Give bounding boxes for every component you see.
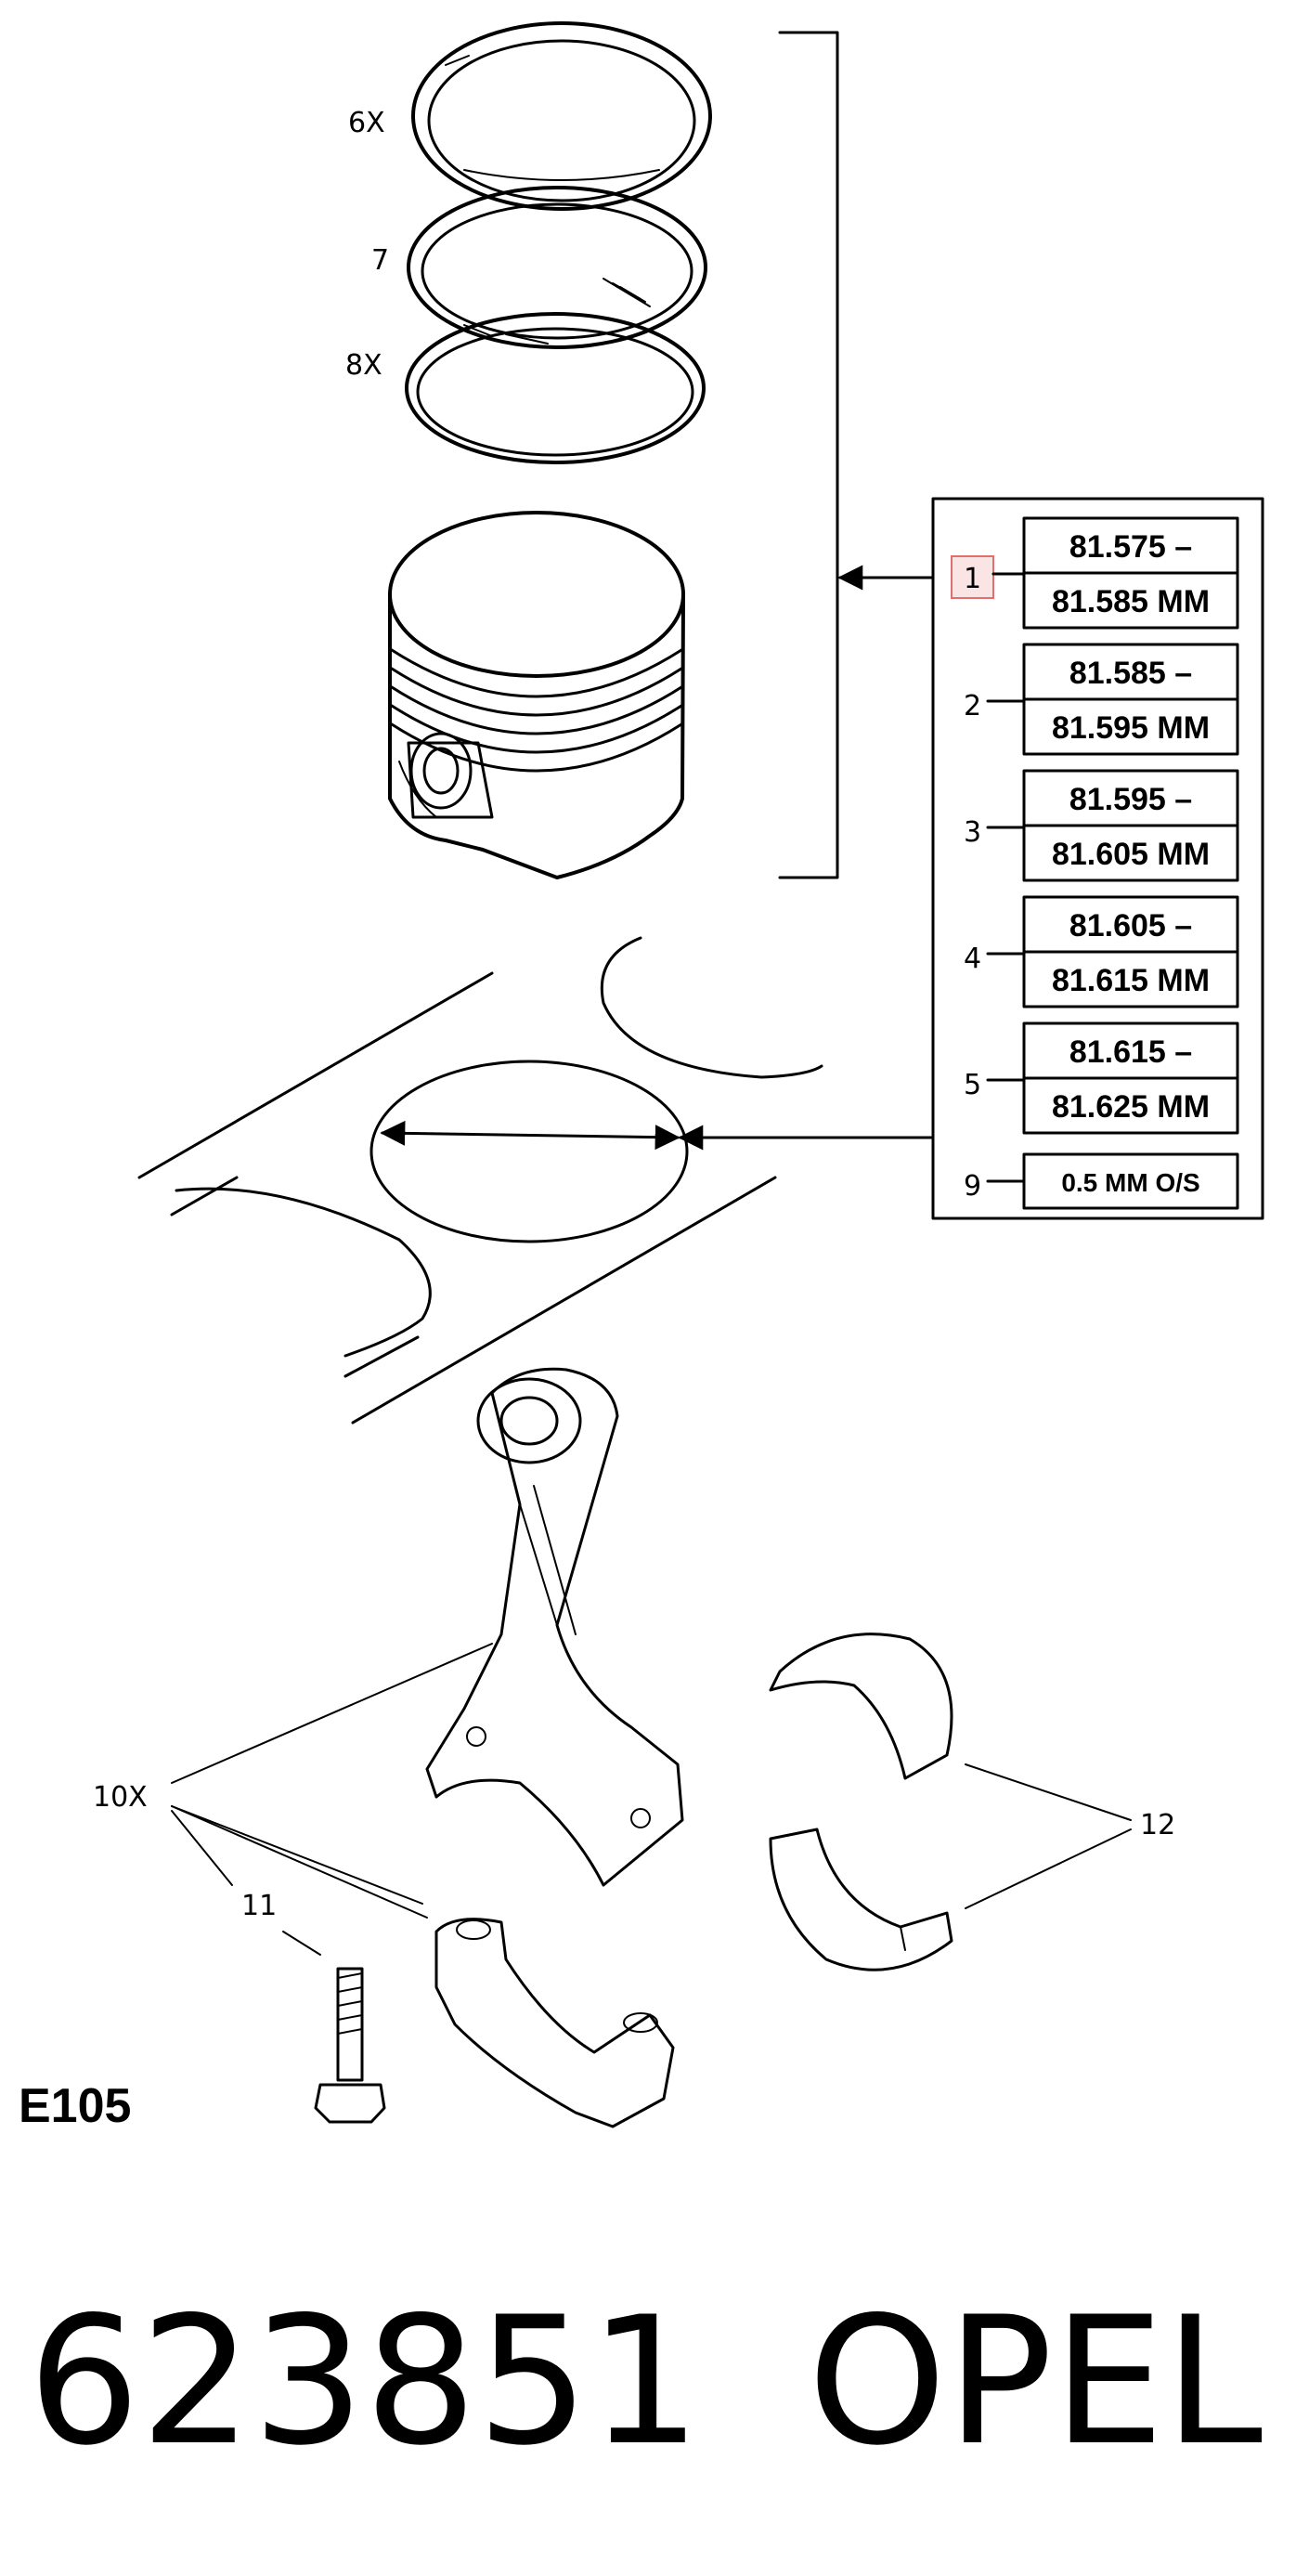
size-row-1[interactable]: 1 81.575 – 81.585 MM xyxy=(951,516,1239,630)
leader-lines xyxy=(171,1643,1132,1956)
ring-callout-8x: 8X xyxy=(345,349,382,382)
connecting-rod-cap[interactable] xyxy=(434,1918,675,2128)
assembly-bracket xyxy=(778,31,839,879)
bearing-shell-upper[interactable] xyxy=(769,1633,953,1780)
size-table-frame xyxy=(931,497,1264,1220)
connecting-rod-bolt[interactable] xyxy=(314,1967,386,2124)
size-row-3[interactable]: 3 81.595 – 81.605 MM xyxy=(964,769,1239,882)
size-row-2-to: 81.595 MM xyxy=(1052,710,1210,746)
size-row-5-from: 81.615 – xyxy=(1069,1034,1192,1070)
ring-callout-6x: 6X xyxy=(348,107,385,139)
size-row-3-number: 3 xyxy=(964,816,981,849)
size-row-3-to: 81.605 MM xyxy=(1052,837,1210,872)
connecting-rod[interactable] xyxy=(425,1367,684,1887)
size-row-2-number: 2 xyxy=(964,690,981,722)
size-row-2-from: 81.585 – xyxy=(1069,656,1192,691)
piston-ring-middle[interactable] xyxy=(407,186,707,349)
size-row-2[interactable]: 2 81.585 – 81.595 MM xyxy=(964,643,1239,756)
size-row-5-number: 5 xyxy=(964,1069,981,1101)
callout-10x: 10X xyxy=(93,1781,148,1814)
size-row-4[interactable]: 4 81.605 – 81.615 MM xyxy=(964,895,1239,1008)
diagram-code: E105 xyxy=(19,2079,131,2133)
size-row-5-to: 81.625 MM xyxy=(1052,1089,1210,1125)
ring-callout-7: 7 xyxy=(371,244,389,277)
size-row-4-from: 81.605 – xyxy=(1069,908,1192,943)
callout-12: 12 xyxy=(1140,1809,1175,1841)
callout-11: 11 xyxy=(241,1890,277,1922)
size-row-1-from: 81.575 – xyxy=(1069,529,1192,565)
size-row-1-to: 81.585 MM xyxy=(1052,584,1210,619)
size-row-oversize-label: 0.5 MM O/S xyxy=(1061,1168,1199,1197)
piston-ring-top[interactable] xyxy=(411,21,712,211)
piston[interactable] xyxy=(388,511,685,879)
cylinder-block xyxy=(137,936,823,1425)
piston-ring-bottom[interactable] xyxy=(405,312,706,464)
size-row-1-number: 1 xyxy=(964,563,981,595)
brand-name: OPEL xyxy=(808,2279,1263,2484)
size-row-4-to: 81.615 MM xyxy=(1052,963,1210,998)
bore-dimension-line xyxy=(380,1120,680,1151)
part-number: 623851 xyxy=(28,2279,701,2484)
size-row-oversize-number: 9 xyxy=(964,1170,981,1203)
size-row-5[interactable]: 5 81.615 – 81.625 MM xyxy=(964,1021,1239,1135)
bearing-shell-lower[interactable] xyxy=(769,1828,953,1971)
size-row-3-from: 81.595 – xyxy=(1069,782,1192,817)
size-row-4-number: 4 xyxy=(964,943,981,975)
size-row-oversize[interactable]: 9 0.5 MM O/S xyxy=(964,1152,1239,1210)
